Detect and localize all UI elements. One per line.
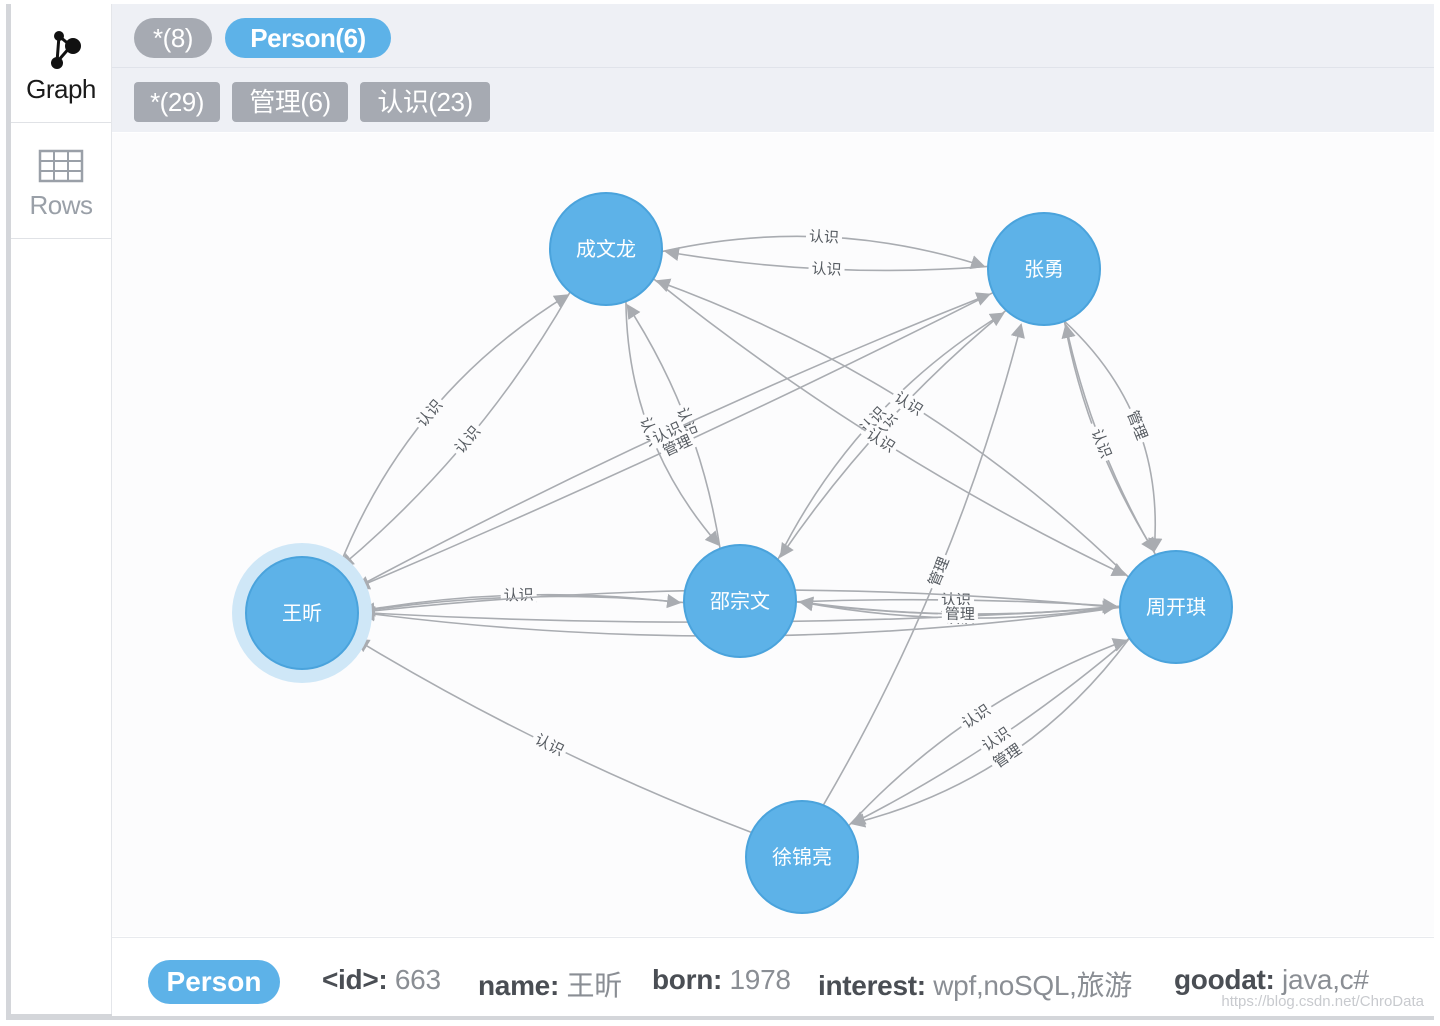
filter-manage-relationships[interactable]: 管理(6) [232,82,348,122]
relationship-label-bg [1086,423,1117,464]
relationship-edge[interactable] [337,294,569,571]
relationship-label-bg [671,401,702,442]
person-node[interactable] [549,192,663,306]
person-node-label: 周开琪 [1146,596,1206,619]
relationship-label-bg [1122,405,1153,446]
table-icon [11,149,111,188]
relationship-label-bg [411,393,449,433]
relationship-label-bg [923,551,955,592]
graph-icon [11,26,111,77]
relationship-label-bg [976,721,1017,757]
relationship-label-bg [500,585,537,605]
relationship-label: 管理 [1123,408,1150,442]
person-node[interactable] [683,544,797,658]
filter-all-relationships[interactable]: *(29) [134,82,220,122]
relationship-label-bg [987,738,1028,774]
inspector-bar: Person <id>: 663 name: 王昕 born: 1978 int… [112,937,1434,1016]
relationship-edge[interactable] [847,638,1128,827]
relationship-label-bg [941,604,978,624]
filter-toolbar: *(8) Person(6) *(29) 管理(6) 认识(23) [112,4,1434,132]
prop-interest-key: interest: [818,970,926,1001]
relationship-label-bg [956,698,997,734]
prop-name-key: name: [478,970,559,1001]
prop-born: born: 1978 [652,964,791,996]
filter-person-nodes[interactable]: Person(6) [225,18,391,58]
prop-id-key: <id>: [322,964,388,995]
selected-label-badge[interactable]: Person [148,960,280,1004]
prop-born-key: born: [652,964,723,995]
prop-interest-value: wpf,noSQL,旅游 [933,970,1132,1001]
person-node[interactable] [745,800,859,914]
relationship-label-bg [529,728,570,761]
person-node[interactable] [245,556,359,670]
relationship-edge[interactable] [850,637,1131,828]
person-node-label: 成文龙 [576,238,636,261]
graph-visualization[interactable]: 认识认识认识认识认识认识认识认识认识认识认识认识认识认识认识认识认识认识认识认识… [112,133,1434,936]
relationship-label: 认识 [503,587,533,605]
filter-know-relationships[interactable]: 认识(23) [360,82,490,122]
prop-goodat-key: goodat: [1174,964,1275,995]
tab-rows[interactable]: Rows [11,123,111,239]
tab-graph-label: Graph [26,74,96,104]
prop-goodat: goodat: java,c# [1174,964,1369,996]
graph-canvas[interactable]: 认识认识认识认识认识认识认识认识认识认识认识认识认识认识认识认识认识认识认识认识… [112,133,1434,936]
prop-name-value: 王昕 [566,970,622,1001]
relationship-label: 认识 [809,228,840,246]
toolbar-divider [112,67,1434,68]
person-node[interactable] [987,212,1101,326]
relationship-edge[interactable] [779,309,1007,558]
watermark: https://blog.csdn.net/ChroData [1221,993,1424,1010]
relationship-edge[interactable] [850,637,1130,825]
relationship-label-bg [805,227,843,247]
relationship-edge[interactable] [339,291,571,568]
prop-interest: interest: wpf,noSQL,旅游 [818,964,1132,1004]
prop-name: name: 王昕 [478,964,622,1004]
filter-all-nodes[interactable]: *(8) [134,18,212,58]
person-node-label: 张勇 [1024,258,1064,281]
tab-graph[interactable]: Graph [11,4,111,123]
relationship-label: 管理 [926,555,953,589]
prop-id-value: 663 [394,964,441,995]
relationship-edge[interactable] [354,638,752,834]
relationship-label: 管理 [945,606,975,623]
relationship-label-bg [808,259,845,279]
view-sidebar: Graph Rows [11,4,112,1014]
person-node[interactable] [1119,550,1233,664]
relationship-label-bg [646,417,688,449]
prop-born-value: 1978 [729,964,791,995]
relationship-label: 认识 [811,260,842,278]
relationship-label-bg [657,429,698,462]
person-node-label: 王昕 [282,602,322,625]
relationship-label-bg [449,420,487,460]
person-node-label: 邵宗文 [710,590,770,613]
prop-goodat-value: java,c# [1282,964,1369,995]
person-node-label: 徐锦亮 [772,846,832,869]
prop-id: <id>: 663 [322,964,441,996]
relationship-label-bg [860,423,901,458]
tab-rows-label: Rows [29,190,93,220]
relationship-label-bg [888,386,929,421]
